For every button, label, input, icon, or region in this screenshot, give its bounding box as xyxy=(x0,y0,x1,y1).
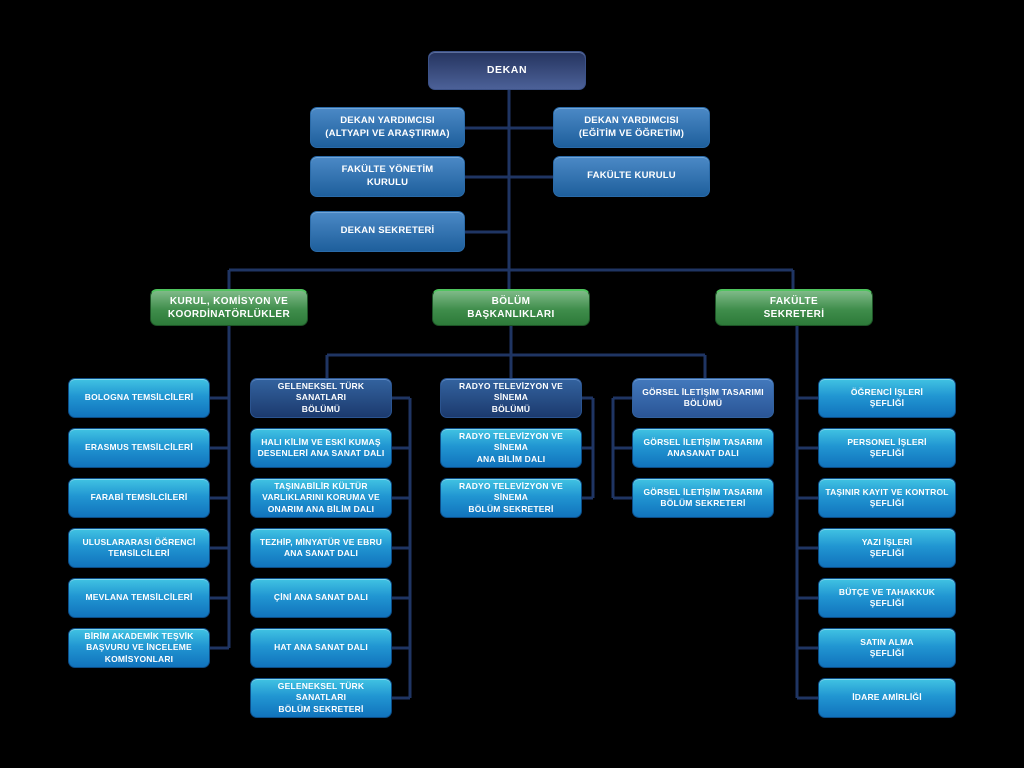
node-dekan-sekreteri: DEKAN SEKRETERİ xyxy=(310,211,465,252)
node-satin-alma-sefligi: SATIN ALMA ŞEFLİĞİ xyxy=(818,628,956,668)
node-yazi-isleri-sefligi: YAZI İŞLERİ ŞEFLİĞİ xyxy=(818,528,956,568)
node-butce-tahakkuk-sefligi: BÜTÇE VE TAHAKKUK ŞEFLİĞİ xyxy=(818,578,956,618)
node-mevlana-temsilcileri: MEVLANA TEMSİLCİLERİ xyxy=(68,578,210,618)
node-gorsel-iletisim-tasarimi-bolumu: GÖRSEL İLETİŞİM TASARIMI BÖLÜMÜ xyxy=(632,378,774,418)
connector-geleneksel-column xyxy=(392,396,412,700)
node-dekan-yardimcisi-egitim-ogretim: DEKAN YARDIMCISI (EĞİTİM VE ÖĞRETİM) xyxy=(553,107,710,148)
connector-sekreterlik-column xyxy=(795,325,818,700)
node-erasmus-temsilcileri: ERASMUS TEMSİLCİLERİ xyxy=(68,428,210,468)
node-cini-ana-sanat-dali: ÇİNİ ANA SANAT DALI xyxy=(250,578,392,618)
node-dekan: DEKAN xyxy=(428,51,586,90)
node-ogrenci-isleri-sefligi: ÖĞRENCİ İŞLERİ ŞEFLİĞİ xyxy=(818,378,956,418)
connector-radyo-column xyxy=(582,396,595,500)
node-geleneksel-bolum-sekreteri: GELENEKSEL TÜRK SANATLARI BÖLÜM SEKRETER… xyxy=(250,678,392,718)
node-radyo-tv-sinema-ana-bilim-dali: RADYO TELEVİZYON VE SİNEMA ANA BİLİM DAL… xyxy=(440,428,582,468)
node-dekan-yardimcisi-altyapi-arastirma: DEKAN YARDIMCISI (ALTYAPI VE ARAŞTIRMA) xyxy=(310,107,465,148)
connector-kurul-column xyxy=(210,325,231,650)
node-farabi-temsilcileri: FARABİ TEMSİLCİLERİ xyxy=(68,478,210,518)
node-personel-isleri-sefligi: PERSONEL İŞLERİ ŞEFLİĞİ xyxy=(818,428,956,468)
node-bologna-temsilcileri: BOLOGNA TEMSİLCİLERİ xyxy=(68,378,210,418)
node-fakulte-yonetim-kurulu: FAKÜLTE YÖNETİM KURULU xyxy=(310,156,465,197)
group-fakulte-sekreteri: FAKÜLTE SEKRETERİ xyxy=(715,289,873,326)
connector-groups-distribution xyxy=(227,268,795,289)
node-uluslararasi-ogrenci-temsilcileri: ULUSLARARASI ÖĞRENCİ TEMSİLCİLERİ xyxy=(68,528,210,568)
node-tezhip-minyatur-ebru: TEZHİP, MİNYATÜR VE EBRU ANA SANAT DALI xyxy=(250,528,392,568)
node-birim-akademik-tesvik-komisyonlari: BİRİM AKADEMİK TEŞVİK BAŞVURU VE İNCELEM… xyxy=(68,628,210,668)
node-hat-ana-sanat-dali: HAT ANA SANAT DALI xyxy=(250,628,392,668)
node-fakulte-kurulu: FAKÜLTE KURULU xyxy=(553,156,710,197)
connector-gorsel-column xyxy=(611,396,632,500)
node-gorsel-iletisim-bolum-sekreteri: GÖRSEL İLETİŞİM TASARIM BÖLÜM SEKRETERİ xyxy=(632,478,774,518)
group-bolum-baskanliklari: BÖLÜM BAŞKANLIKLARI xyxy=(432,289,590,326)
group-kurul-komisyon-koordinatorlukler: KURUL, KOMİSYON VE KOORDİNATÖRLÜKLER xyxy=(150,289,308,326)
node-hali-kilim-eski-kumas-desenleri: HALI KİLİM VE ESKİ KUMAŞ DESENLERİ ANA S… xyxy=(250,428,392,468)
node-tasinir-kayit-kontrol-sefligi: TAŞINIR KAYIT VE KONTROL ŞEFLİĞİ xyxy=(818,478,956,518)
node-tasinabilir-kultur-varliklari: TAŞINABİLİR KÜLTÜR VARLIKLARINI KORUMA V… xyxy=(250,478,392,518)
node-idare-amirligi: İDARE AMİRLİĞİ xyxy=(818,678,956,718)
connector-bolum-distribution xyxy=(325,325,707,378)
node-radyo-tv-sinema-bolum-sekreteri: RADYO TELEVİZYON VE SİNEMA BÖLÜM SEKRETE… xyxy=(440,478,582,518)
node-gorsel-iletisim-anasanat-dali: GÖRSEL İLETİŞİM TASARIM ANASANAT DALI xyxy=(632,428,774,468)
connector-root-to-level2 xyxy=(465,90,553,270)
node-geleneksel-turk-sanatlari-bolumu: GELENEKSEL TÜRK SANATLARI BÖLÜMÜ xyxy=(250,378,392,418)
node-radyo-tv-sinema-bolumu: RADYO TELEVİZYON VE SİNEMA BÖLÜMÜ xyxy=(440,378,582,418)
